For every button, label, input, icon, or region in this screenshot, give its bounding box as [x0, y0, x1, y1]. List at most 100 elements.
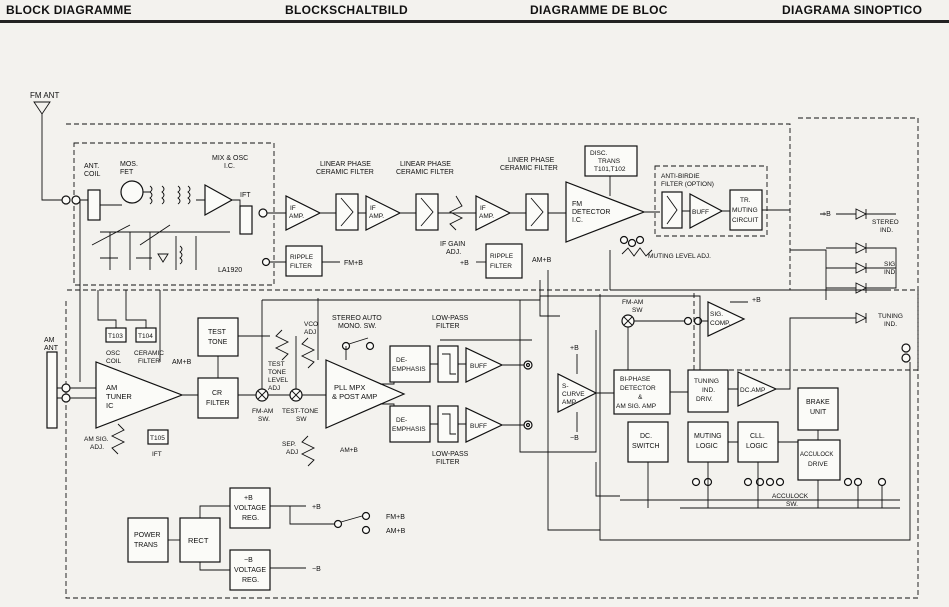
svg-text:FILTER: FILTER [206, 400, 230, 407]
svg-text:&: & [638, 394, 643, 401]
svg-text:TR.: TR. [740, 197, 751, 204]
svg-text:COIL: COIL [106, 358, 122, 365]
heading-diagramme-de-bloc: DIAGRAMME DE BLOC [530, 3, 668, 17]
svg-text:CR: CR [212, 390, 222, 397]
svg-text:MIX & OSC: MIX & OSC [212, 155, 248, 162]
if-gain-adj: IF GAIN ADJ. [440, 195, 465, 256]
ant-coil: ANT. COIL [80, 163, 112, 221]
svg-text:FM+B: FM+B [386, 514, 405, 521]
osc-coil-t103: T103 OSC COIL [105, 327, 127, 365]
svg-text:AM SIG.: AM SIG. [84, 436, 109, 443]
svg-text:AMP.: AMP. [289, 213, 304, 220]
ceramic-filter-2: LINEAR PHASE CERAMIC FILTER [396, 161, 454, 231]
svg-text:AM+B: AM+B [532, 257, 552, 264]
svg-text:+B: +B [244, 495, 253, 502]
svg-text:T105: T105 [150, 435, 165, 442]
svg-text:FET: FET [120, 169, 134, 176]
if-amp-1: IF AMP. [285, 195, 322, 231]
main-board-outline [65, 117, 919, 599]
svg-text:RECT: RECT [188, 536, 209, 545]
svg-text:FILTER: FILTER [290, 263, 312, 270]
svg-text:POWER: POWER [134, 532, 160, 539]
svg-text:LINEAR PHASE: LINEAR PHASE [320, 161, 371, 168]
svg-text:FILTER: FILTER [436, 459, 460, 466]
sig-indicator: SIG. IND. [840, 242, 897, 294]
svg-text:DC.: DC. [640, 433, 652, 440]
svg-text:LEVEL: LEVEL [268, 377, 289, 384]
anti-birdie-outline [654, 165, 768, 237]
am-sig-adj: AM SIG. ADJ. [84, 423, 126, 455]
svg-text:PLL MPX: PLL MPX [334, 383, 365, 392]
svg-text:CIRCUIT: CIRCUIT [732, 217, 758, 224]
am-tuner-ic: AM TUNER IC AM+B [70, 359, 198, 429]
svg-text:−B: −B [570, 435, 579, 442]
svg-text:TRANS: TRANS [134, 542, 158, 549]
svg-text:MUTING LEVEL ADJ.: MUTING LEVEL ADJ. [648, 253, 711, 260]
svg-text:LINEAR PHASE: LINEAR PHASE [400, 161, 451, 168]
svg-text:DE-: DE- [396, 357, 407, 364]
ift-t105: T105 IFT [147, 429, 169, 458]
svg-text:AM SIG. AMP: AM SIG. AMP [616, 403, 656, 410]
svg-text:T101,T102: T101,T102 [594, 166, 626, 173]
svg-text:I.C.: I.C. [572, 217, 583, 224]
svg-text:AMP.: AMP. [369, 213, 384, 220]
power-trans: POWER TRANS [127, 517, 180, 563]
svg-text:TUNER: TUNER [106, 392, 132, 401]
svg-text:IFT: IFT [152, 451, 162, 458]
svg-text:VCO: VCO [304, 321, 318, 328]
svg-text:RIPPLE: RIPPLE [290, 254, 314, 261]
pos-voltage-reg: +B VOLTAGE REG. +B [229, 487, 321, 529]
svg-text:LOGIC: LOGIC [746, 443, 768, 450]
svg-text:ACCULOCK: ACCULOCK [772, 493, 809, 500]
svg-text:CURVE: CURVE [562, 391, 585, 398]
svg-text:MONO. SW.: MONO. SW. [338, 323, 377, 330]
stereo-auto-mono-sw: STEREO AUTO MONO. SW. [332, 315, 382, 351]
test-tone-block: TEST TONE [197, 317, 239, 357]
svg-text:+B: +B [570, 345, 579, 352]
svg-text:FM: FM [572, 201, 582, 208]
svg-text:TEST: TEST [208, 329, 227, 336]
svg-text:TONE: TONE [268, 369, 287, 376]
svg-text:TEST-TONE: TEST-TONE [282, 408, 319, 415]
svg-text:CLL.: CLL. [750, 433, 765, 440]
vco-adj: VCO ADJ [300, 321, 318, 369]
svg-text:CERAMIC: CERAMIC [134, 350, 164, 357]
s-curve-amp: S- CURVE AMP +B −B [557, 345, 614, 442]
svg-text:FM-AM: FM-AM [622, 299, 643, 306]
anti-birdie-filter: ANTI-BIRDIE FILTER (OPTION) BUFF [661, 173, 730, 229]
svg-text:AM+B: AM+B [386, 528, 406, 535]
svg-text:RIPPLE: RIPPLE [490, 253, 514, 260]
svg-text:AM: AM [44, 337, 55, 344]
svg-text:ADJ: ADJ [268, 385, 280, 392]
svg-text:LOGIC: LOGIC [696, 443, 718, 450]
de-emphasis-lower: DE- EMPHASIS [389, 405, 431, 443]
svg-text:BI-PHASE: BI-PHASE [620, 376, 651, 383]
svg-text:DISC.: DISC. [590, 150, 608, 157]
svg-text:FILTER (OPTION): FILTER (OPTION) [661, 181, 714, 188]
svg-text:TEST: TEST [268, 361, 285, 368]
test-tone-sw: TEST-TONE SW [282, 388, 326, 423]
svg-text:REG.: REG. [242, 515, 259, 522]
low-pass-filter-lower: LOW-PASS FILTER [432, 405, 469, 466]
buff-upper: BUFF [430, 347, 533, 383]
svg-text:MOS.: MOS. [120, 161, 138, 168]
svg-text:SW: SW [296, 416, 307, 423]
svg-text:VOLTAGE: VOLTAGE [234, 567, 266, 574]
ceramic-filter-3: LINER PHASE CERAMIC FILTER [500, 157, 558, 231]
svg-text:COMP.: COMP. [710, 320, 731, 327]
svg-text:ADJ.: ADJ. [90, 444, 104, 451]
svg-text:DRIVE: DRIVE [808, 461, 829, 468]
acculock-drive: ACCULOCK DRIVE [797, 430, 841, 481]
svg-text:SW.: SW. [258, 416, 270, 423]
sig-comp: SIG. COMP. +B [707, 297, 761, 337]
am-antenna: AM ANT [44, 337, 71, 429]
neg-voltage-reg: −B VOLTAGE REG. −B [229, 549, 321, 591]
test-tone-level-adj: TEST TONE LEVEL ADJ [268, 329, 290, 392]
svg-text:SW.: SW. [786, 501, 798, 508]
dc-amp: DC.AMP [728, 317, 826, 407]
svg-text:DETECTOR: DETECTOR [620, 385, 656, 392]
svg-text:SW: SW [632, 307, 643, 314]
svg-text:DC.AMP: DC.AMP [740, 387, 765, 394]
svg-text:EMPHASIS: EMPHASIS [392, 426, 426, 433]
